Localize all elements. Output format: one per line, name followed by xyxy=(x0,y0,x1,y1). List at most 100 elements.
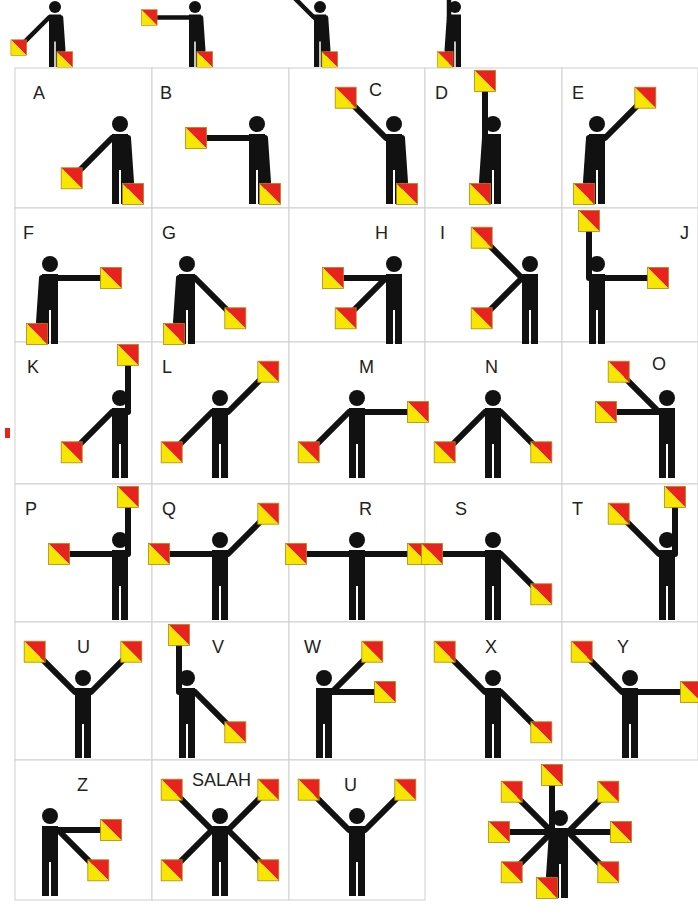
chart-cell xyxy=(15,68,152,208)
chart-cell xyxy=(562,484,698,622)
signaller-figure xyxy=(186,116,281,205)
letter-label: Y xyxy=(617,637,629,657)
signaller-figure xyxy=(286,532,429,620)
semaphore-flag xyxy=(542,765,563,786)
semaphore-flag xyxy=(149,544,170,565)
signaller-figure xyxy=(596,361,676,478)
semaphore-flag xyxy=(531,442,552,463)
chart-cell xyxy=(289,622,425,760)
signaller-figure xyxy=(149,503,279,620)
chart-cell xyxy=(425,342,562,484)
chart-cell xyxy=(562,342,698,484)
semaphore-flag xyxy=(537,878,558,899)
signaller-figure xyxy=(579,211,669,345)
signaller-figure xyxy=(161,361,279,478)
letter-label: C xyxy=(369,80,382,100)
semaphore-flag xyxy=(598,781,619,802)
semaphore-flag xyxy=(437,52,453,68)
signaller-figure xyxy=(434,390,552,478)
chart-cell xyxy=(152,622,289,760)
semaphore-flag xyxy=(362,641,383,662)
chart-cell xyxy=(152,68,289,208)
semaphore-flag xyxy=(61,168,82,189)
signaller-figure xyxy=(489,765,632,899)
semaphore-flag xyxy=(598,862,619,883)
semaphore-flag xyxy=(186,128,207,149)
semaphore-flag xyxy=(471,308,492,329)
semaphore-flag xyxy=(681,682,698,703)
semaphore-flag xyxy=(141,10,157,26)
semaphore-flag xyxy=(298,442,319,463)
semaphore-flag xyxy=(611,822,632,843)
letter-label: Z xyxy=(77,775,88,795)
semaphore-flag xyxy=(61,442,82,463)
chart-cell xyxy=(425,208,562,342)
all-positions-figure xyxy=(489,765,632,899)
signaller-figure xyxy=(27,256,122,345)
signaller-figure xyxy=(335,87,417,204)
letter-label: H xyxy=(375,223,388,243)
semaphore-flag xyxy=(118,345,139,366)
signaller-figure xyxy=(61,345,138,479)
chart-cell xyxy=(15,622,152,760)
semaphore-flag xyxy=(260,184,281,205)
semaphore-flag xyxy=(635,87,656,108)
chart-cell xyxy=(15,208,152,342)
semaphore-flag xyxy=(88,860,109,881)
semaphore-flag xyxy=(608,361,629,382)
chart-cell xyxy=(425,68,562,208)
chart-cell xyxy=(562,208,698,342)
semaphore-flag xyxy=(11,40,27,56)
chart-cell xyxy=(15,342,152,484)
semaphore-flag xyxy=(335,308,356,329)
letter-label: L xyxy=(162,357,172,377)
semaphore-flag xyxy=(286,544,307,565)
semaphore-flag xyxy=(258,779,279,800)
letter-label: S xyxy=(455,499,467,519)
chart-cell xyxy=(152,208,289,342)
signaller-figure xyxy=(574,87,656,204)
semaphore-flag xyxy=(422,544,443,565)
semaphore-flag xyxy=(397,184,418,205)
semaphore-flag xyxy=(574,184,595,205)
semaphore-flag xyxy=(471,227,492,248)
semaphore-flag xyxy=(596,402,617,423)
semaphore-flag xyxy=(434,641,455,662)
signaller-figure xyxy=(298,390,428,478)
semaphore-flag xyxy=(375,682,396,703)
chart-cell xyxy=(289,208,425,342)
semaphore-flag xyxy=(408,402,429,423)
semaphore-flag xyxy=(531,722,552,743)
letter-label: E xyxy=(572,83,584,103)
letter-label: N xyxy=(485,357,498,377)
chart-cell xyxy=(289,342,425,484)
letter-label: SALAH xyxy=(192,770,251,790)
semaphore-flag xyxy=(335,87,356,108)
semaphore-flag xyxy=(164,324,185,345)
letter-label: K xyxy=(27,357,39,377)
signaller-figure xyxy=(434,641,552,758)
semaphore-flag xyxy=(225,722,246,743)
semaphore-flag xyxy=(258,503,279,524)
letter-label: V xyxy=(212,637,224,657)
signaller-figure xyxy=(161,779,279,896)
letter-label: M xyxy=(359,357,374,377)
semaphore-flag xyxy=(161,860,182,881)
letter-label: G xyxy=(162,223,176,243)
letter-label: U xyxy=(344,775,357,795)
semaphore-flag xyxy=(608,503,629,524)
letter-label: B xyxy=(160,83,172,103)
semaphore-flag xyxy=(501,862,522,883)
letter-label: D xyxy=(435,83,448,103)
chart-cell xyxy=(562,622,698,760)
signaller-figure xyxy=(11,1,73,67)
semaphore-flag xyxy=(161,779,182,800)
signaller-figure xyxy=(42,808,122,896)
semaphore-flag xyxy=(434,442,455,463)
letter-label: O xyxy=(652,354,666,374)
semaphore-flag xyxy=(49,544,70,565)
semaphore-flag xyxy=(27,324,48,345)
semaphore-flag xyxy=(322,52,338,68)
chart-cell xyxy=(425,622,562,760)
semaphore-flag xyxy=(197,52,213,68)
